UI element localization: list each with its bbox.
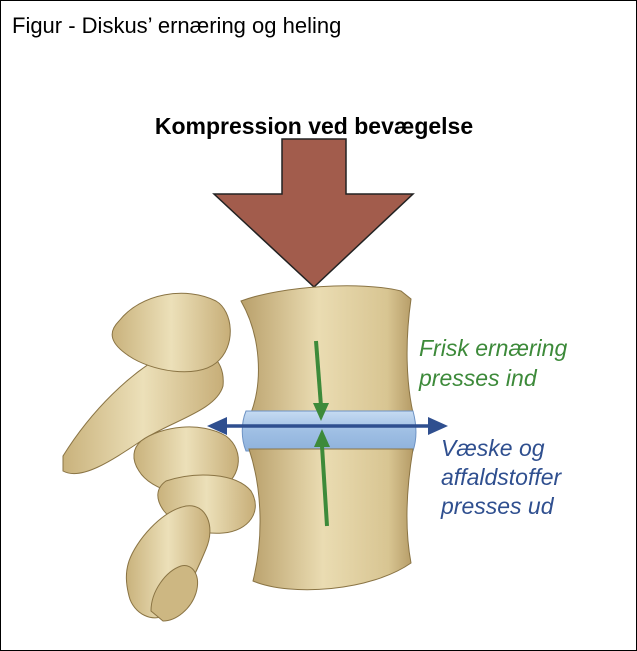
waste-label-line1: Væske og [441,435,545,461]
posterior-processes [62,292,256,622]
nutrition-label-line1: Frisk ernæring [419,335,567,361]
upper-vertebral-body [240,285,414,414]
figure-title: Figur - Diskus’ ernæring og heling [12,13,342,38]
nutrition-label-line2: presses ind [418,365,538,391]
lower-vertebral-body [248,448,414,591]
nutrition-arrow-up-icon [314,429,330,527]
compression-label: Kompression ved bevægelse [155,113,473,139]
intervertebral-disc [241,410,417,452]
compression-arrow-icon [212,138,415,289]
waste-label-line3: presses ud [440,493,555,519]
fluid-double-arrow-icon [207,417,448,435]
waste-label-line2: affaldstoffer [441,464,563,490]
nutrition-arrow-down-icon [313,340,329,421]
